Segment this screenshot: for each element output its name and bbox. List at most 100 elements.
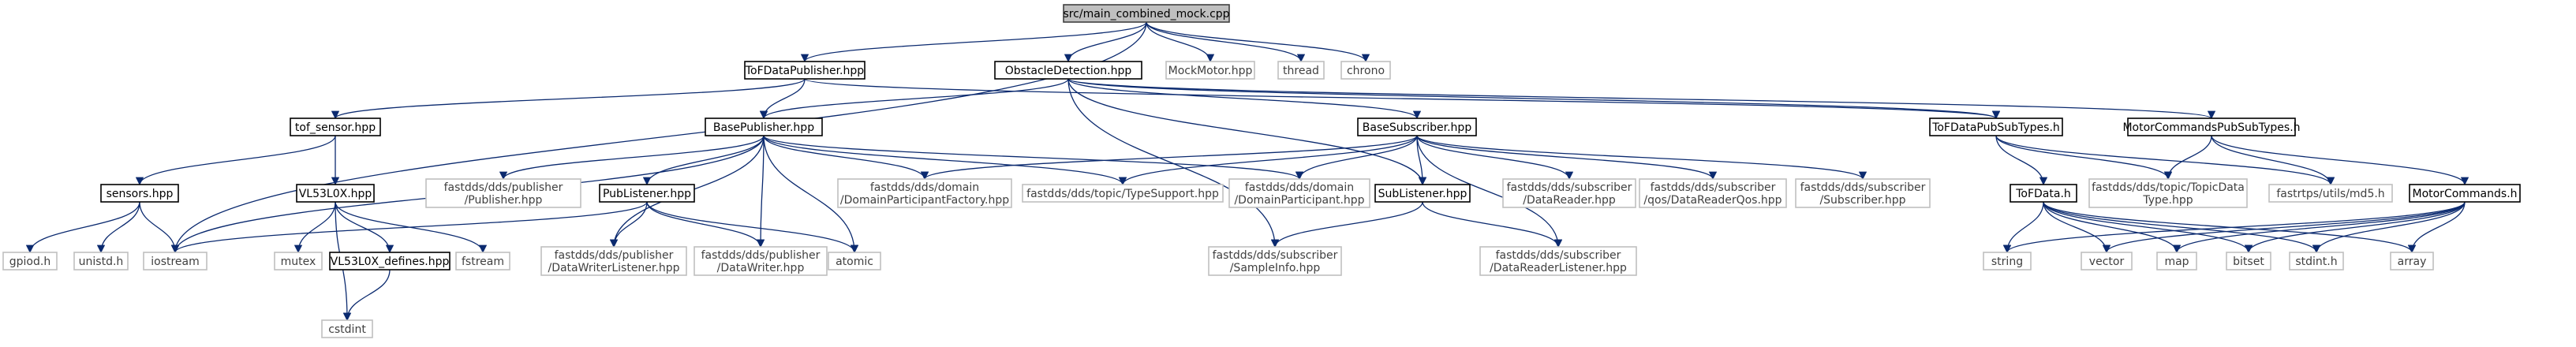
edge-main-to-chrono (1146, 21, 1370, 63)
edge-basesub-to-domainpart (1295, 135, 1418, 181)
node-md5: fastrtps/utils/md5.h (2268, 184, 2393, 203)
edge-basesub-to-subscriberhpp (1416, 135, 1868, 181)
node-box (329, 252, 451, 271)
edge-motorcmds-to-bitset (2244, 201, 2466, 254)
node-typesupport: fastdds/dds/topic/TypeSupport.hpp (1022, 184, 1224, 203)
node-box (2127, 118, 2296, 136)
node-label: iostream (151, 256, 200, 268)
node-box (1479, 246, 1637, 276)
node-array: array (2390, 252, 2434, 271)
node-label: /DataReaderListener.hpp (1490, 262, 1627, 274)
node-label: fastdds/dds/subscriber (1507, 181, 1632, 194)
node-label: ToFDataPublisher.hpp (745, 65, 864, 77)
node-box (100, 184, 179, 203)
edge-publistener-to-iostream (170, 201, 648, 254)
node-label: fstream (462, 256, 504, 268)
node-atomic: atomic (828, 252, 881, 271)
node-box (2, 252, 58, 271)
edge-basepub-to-typesupport (763, 135, 1127, 186)
node-box (599, 184, 695, 203)
node-label: fastdds/dds/topic/TypeSupport.hpp (1026, 188, 1219, 200)
node-basesub[interactable]: BaseSubscriber.hpp (1357, 118, 1477, 136)
dependency-nodes: src/main_combined_mock.cppToFDataPublish… (2, 4, 2521, 338)
node-map: map (2156, 252, 2197, 271)
node-obstacle[interactable]: ObstacleDetection.hpp (994, 61, 1142, 80)
node-motorcmds[interactable]: MotorCommands.h (2409, 184, 2521, 203)
node-vl53l0x[interactable]: VL53L0X.hpp (296, 184, 375, 203)
node-box (73, 252, 129, 271)
node-sensors[interactable]: sensors.hpp (100, 184, 179, 203)
node-label: cstdint (328, 323, 366, 336)
node-label: MotorCommands.h (2412, 188, 2517, 200)
node-box (274, 252, 323, 271)
node-datawriter: fastdds/dds/publisher/DataWriter.hpp (694, 246, 828, 276)
edge-motorcmds-to-map (2172, 201, 2466, 254)
node-label: /SampleInfo.hpp (1230, 262, 1321, 274)
node-dwlistener: fastdds/dds/publisher/DataWriterListener… (540, 246, 687, 276)
node-label: /DataReader.hpp (1523, 194, 1616, 207)
node-vector: vector (2081, 252, 2133, 271)
node-tofdata[interactable]: ToFData.h (2010, 184, 2077, 203)
edge-obstacle-to-motorpubsub (1067, 78, 2215, 120)
node-basepub[interactable]: BasePublisher.hpp (705, 118, 823, 136)
node-drlistener: fastdds/dds/subscriber/DataReaderListene… (1479, 246, 1637, 276)
node-box (296, 184, 375, 203)
node-tofsensor[interactable]: tof_sensor.hpp (290, 118, 381, 136)
node-label: mutex (281, 256, 316, 268)
node-box (1063, 4, 1230, 23)
node-label: sensors.hpp (107, 188, 174, 200)
node-publistener[interactable]: PubListener.hpp (599, 184, 695, 203)
node-label: fastrtps/utils/md5.h (2276, 188, 2384, 200)
edge-vldefines-to-cstdint (342, 269, 391, 322)
node-label: fastdds/dds/topic/TopicData (2092, 181, 2245, 194)
node-label: ToFDataPubSubTypes.h (1931, 121, 2060, 134)
edge-tofdata-to-bitset (2043, 201, 2253, 254)
node-bitset: bitset (2226, 252, 2271, 271)
node-box (1340, 61, 1391, 80)
node-label: ToFData.h (2015, 188, 2071, 200)
node-motorpubsub[interactable]: MotorCommandsPubSubTypes.h (2122, 118, 2301, 136)
node-vldefines[interactable]: VL53L0X_defines.hpp (329, 252, 451, 271)
edge-obstacle-to-basesub (1067, 78, 1422, 120)
node-box (2268, 184, 2393, 203)
node-box (1022, 184, 1224, 203)
node-label: fastdds/dds/domain (870, 181, 979, 194)
edge-vl53l0x-to-vldefines (335, 201, 394, 254)
edge-basesub-to-datareader (1416, 135, 1574, 181)
node-tofpub[interactable]: ToFDataPublisher.hpp (744, 61, 866, 80)
node-cstdint: cstdint (321, 319, 373, 338)
edge-sublistener-to-drlistener (1422, 201, 1563, 248)
node-fstream: fstream (455, 252, 510, 271)
node-box (1374, 184, 1471, 203)
node-label: fastdds/dds/subscriber (1213, 249, 1338, 262)
edge-tofpub-to-tofsensor (331, 78, 806, 120)
edge-basepub-to-publisherhpp (499, 135, 765, 181)
node-box (1165, 61, 1255, 80)
node-box (2081, 252, 2133, 271)
node-label: atomic (836, 256, 873, 268)
edge-main-to-obstacle (1064, 21, 1147, 63)
edge-basepub-to-publistener (642, 135, 765, 186)
node-box (1277, 61, 1325, 80)
node-box (2156, 252, 2197, 271)
edge-motorcmds-to-string (2002, 201, 2466, 254)
node-subscriberhpp: fastdds/dds/subscriber/Subscriber.hpp (1795, 178, 1931, 208)
node-box (837, 178, 1012, 208)
edge-basesub-to-drlistener (1416, 135, 1563, 248)
edge-sensors-to-unistd (96, 201, 140, 254)
node-sublistener[interactable]: SubListener.hpp (1374, 184, 1471, 203)
edge-tofdata-to-vector (2043, 201, 2111, 254)
node-box (1983, 252, 2032, 271)
node-label: /DataWriter.hpp (717, 262, 805, 274)
node-box (1929, 118, 2063, 136)
node-dpfactory: fastdds/dds/domain/DomainParticipantFact… (837, 178, 1012, 208)
edge-motorpubsub-to-motorcmds (2211, 135, 2469, 186)
node-tofpubsub[interactable]: ToFDataPubSubTypes.h (1929, 118, 2063, 136)
node-label: map (2164, 256, 2189, 268)
node-box (994, 61, 1142, 80)
node-main[interactable]: src/main_combined_mock.cpp (1063, 4, 1230, 23)
edge-basesub-to-typesupport (1118, 135, 1418, 186)
node-datareader: fastdds/dds/subscriber/DataReader.hpp (1502, 178, 1636, 208)
